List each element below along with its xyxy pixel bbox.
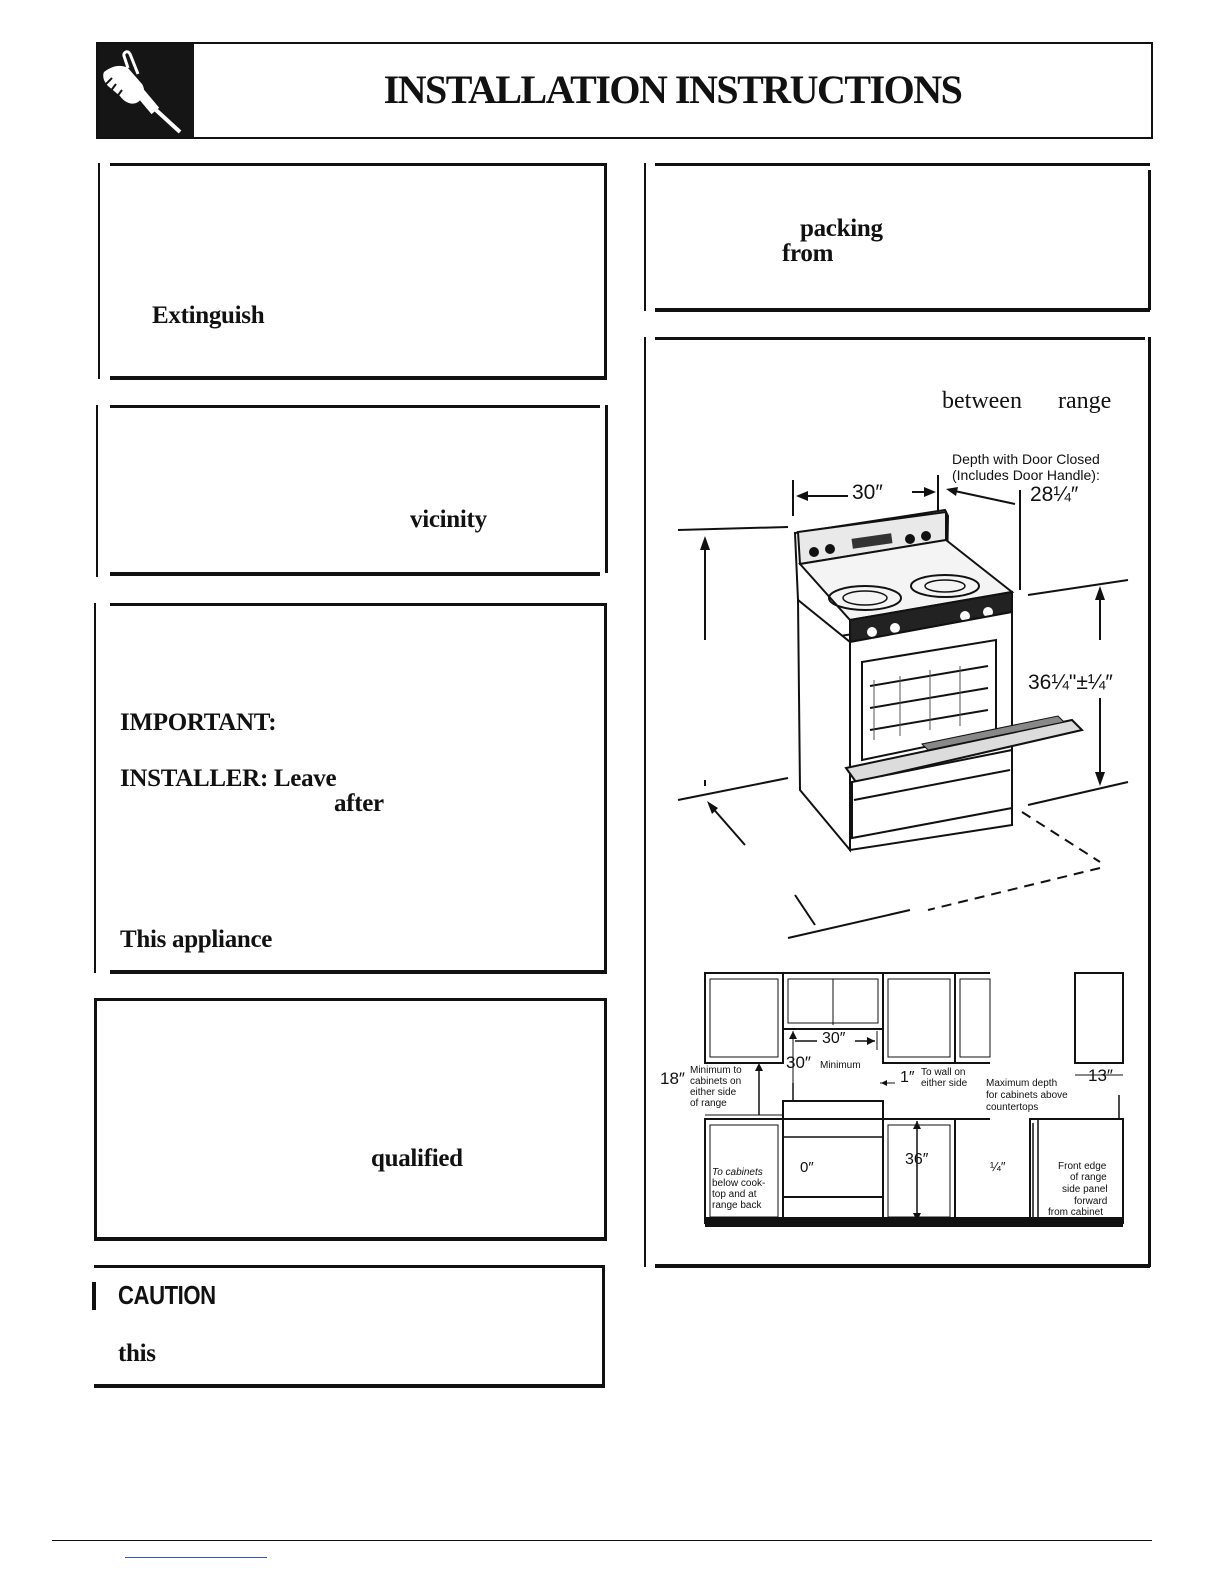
- depth-label-line2: (Includes Door Handle):: [952, 467, 1100, 483]
- word-qualified: qualified: [371, 1145, 463, 1172]
- word-extinguish: Extinguish: [152, 302, 265, 329]
- max-depth-label: 13″: [1088, 1066, 1113, 1085]
- zero-note-3: top and at: [712, 1189, 757, 1200]
- page-title: INSTALLATION INSTRUCTIONS: [383, 67, 963, 112]
- side-note-3: either side: [690, 1087, 737, 1098]
- header-banner: INSTALLATION INSTRUCTIONS: [96, 42, 1153, 139]
- header-icon-block: [98, 44, 194, 137]
- min-clearance-label: 30″: [786, 1053, 811, 1072]
- max-depth-note-2: for cabinets above: [986, 1090, 1068, 1101]
- front-note-4: forward: [1074, 1196, 1108, 1207]
- depth-label-line1: Depth with Door Closed: [952, 451, 1100, 467]
- footer-link-underline: [125, 1557, 267, 1558]
- word-packing: packing: [800, 215, 883, 242]
- zero-note-1: To cabinets: [712, 1167, 763, 1178]
- top-width-label: 30″: [822, 1030, 846, 1047]
- front-note-1: Front edge: [1058, 1161, 1107, 1172]
- side-note-2: cabinets on: [690, 1076, 742, 1087]
- range-height-label: 36¼"±¼″: [1028, 671, 1113, 694]
- counter-height-label: 36″: [905, 1151, 929, 1168]
- max-depth-note-1: Maximum depth: [986, 1078, 1058, 1089]
- cabinet-drawing: [704, 972, 1124, 1227]
- zero-note-4: range back: [712, 1200, 762, 1211]
- side-note-1: Minimum to: [690, 1065, 742, 1076]
- wall-gap-label: 1″: [900, 1069, 915, 1086]
- word-installer-leave: INSTALLER: Leave: [120, 765, 337, 792]
- side-clearance-label: 18″: [660, 1069, 685, 1088]
- zero-clearance-label: 0″: [800, 1159, 814, 1176]
- wall-gap-note-2: either side: [921, 1078, 968, 1089]
- front-note-2: of range: [1070, 1172, 1107, 1183]
- word-range: range: [1058, 388, 1112, 414]
- caution-heading: CAUTION: [118, 1280, 216, 1310]
- min-clearance-note: Minimum: [820, 1060, 861, 1071]
- zero-note-2: below cook-: [712, 1178, 766, 1189]
- max-depth-note-3: countertops: [986, 1102, 1039, 1113]
- front-edge-label: ¼″: [990, 1159, 1006, 1174]
- word-after: after: [334, 790, 384, 817]
- front-note-3: side panel: [1062, 1184, 1108, 1195]
- footer-rule: [52, 1540, 1152, 1541]
- range-drawing: [677, 475, 1129, 939]
- wall-gap-note-1: To wall on: [921, 1067, 966, 1078]
- side-note-4: of range: [690, 1098, 727, 1109]
- hand-screwdriver-icon: [103, 50, 182, 134]
- word-from: from: [782, 240, 834, 267]
- range-depth-label: 28¼″: [1030, 483, 1079, 506]
- front-note-5: from cabinet: [1048, 1207, 1104, 1218]
- word-this-appliance: This appliance: [120, 926, 273, 953]
- word-this: this: [118, 1340, 156, 1367]
- word-vicinity: vicinity: [410, 506, 487, 533]
- range-width-label: 30″: [852, 481, 883, 504]
- word-between: between: [942, 388, 1022, 414]
- word-important: IMPORTANT:: [120, 709, 277, 736]
